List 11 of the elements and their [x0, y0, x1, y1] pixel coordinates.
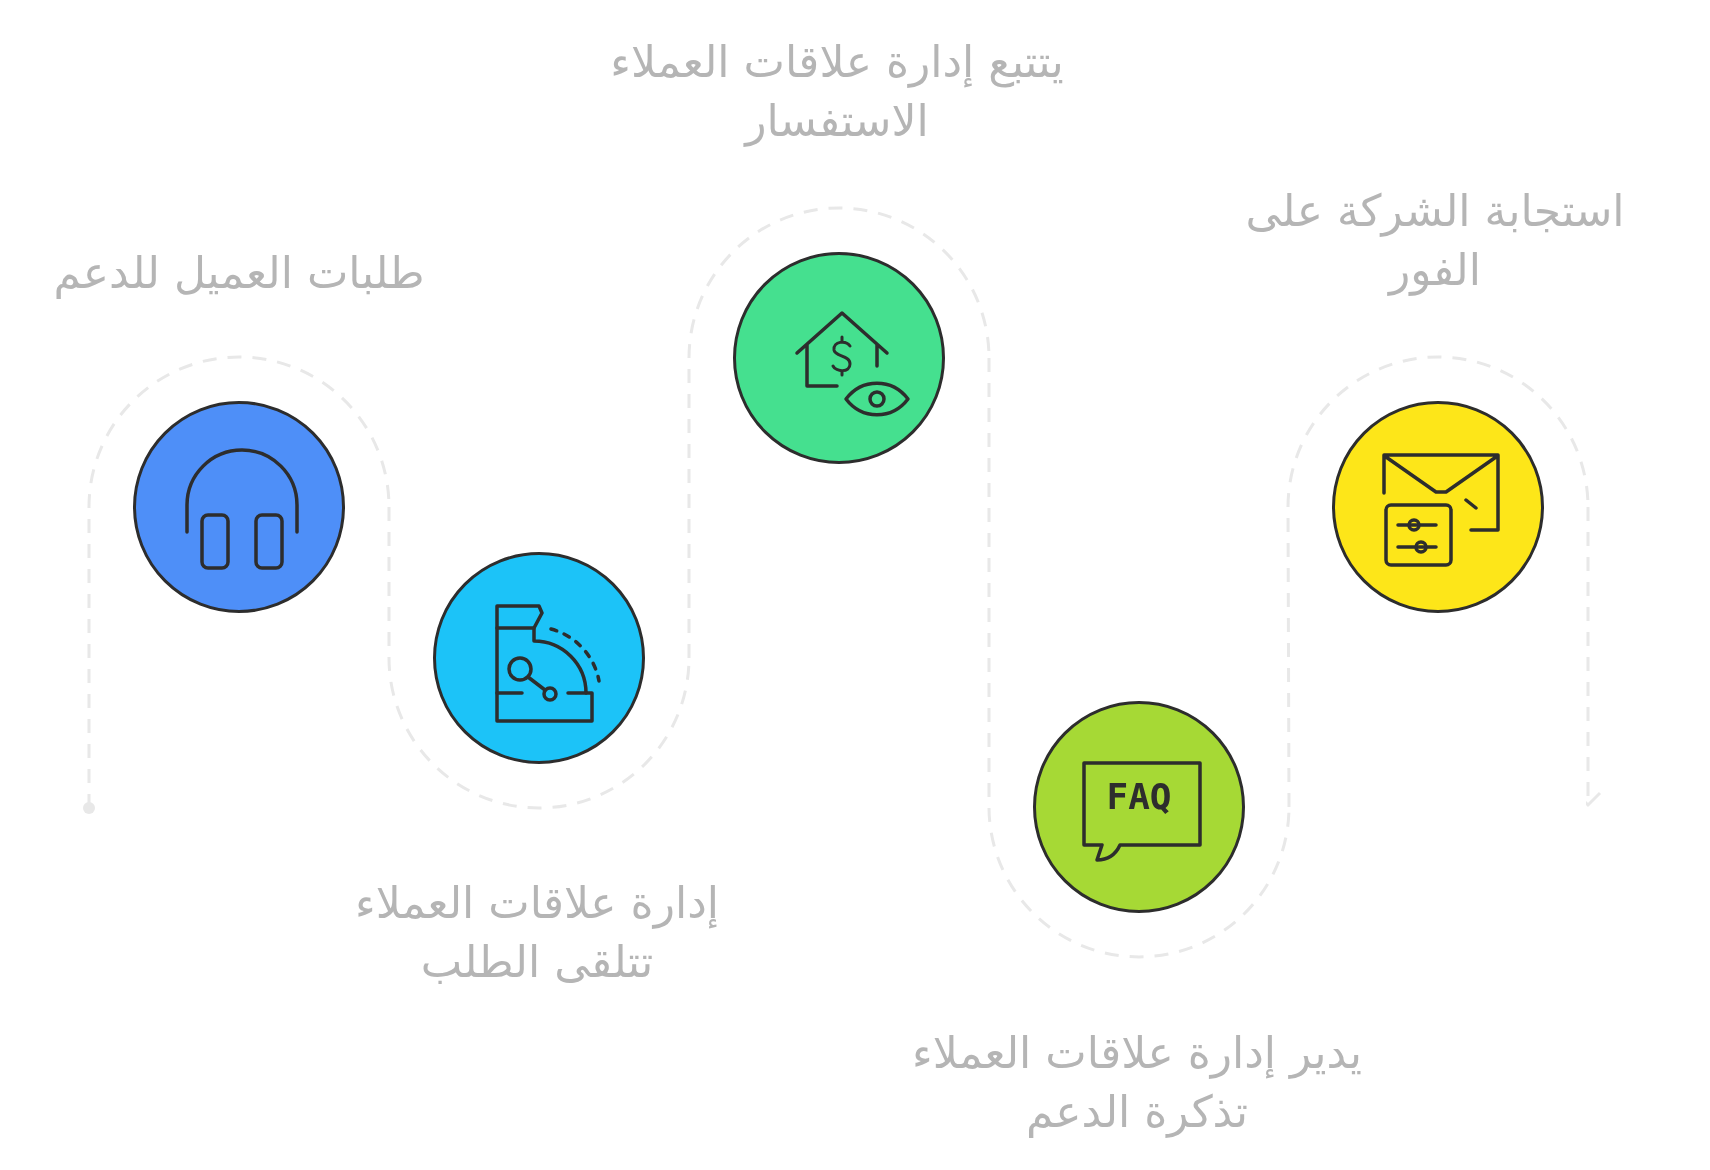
dashed-path: [687, 206, 991, 658]
step-title: طلبات العميل للدعم: [52, 245, 426, 301]
dashed-path: [987, 358, 1291, 959]
icon-text: FAQ: [1106, 777, 1172, 817]
step-title: استجابة الشركة على الفور: [1244, 184, 1626, 298]
dashed-path: [1286, 355, 1590, 807]
dashed-path: [83, 355, 391, 814]
dashed-path: [387, 507, 691, 810]
step-title: يتتبع إدارة علاقات العملاء الاستفسار: [609, 35, 1065, 149]
step-title: إدارة علاقات العملاء تتلقى الطلب: [354, 876, 720, 989]
step-title: يدير إدارة علاقات العملاء تذكرة الدعم: [911, 1026, 1363, 1140]
